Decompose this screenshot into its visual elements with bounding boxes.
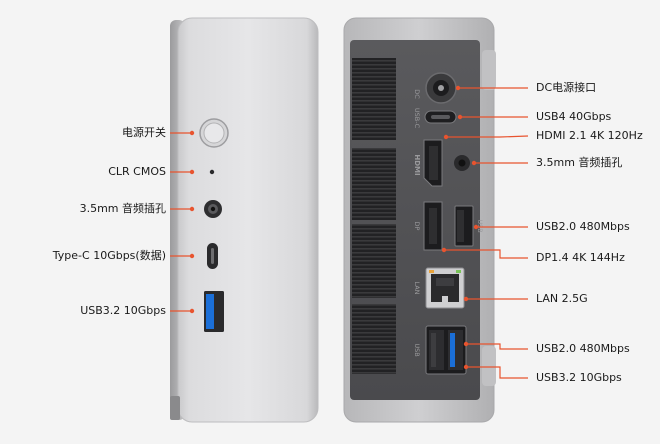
dc-jack-icon[interactable] (425, 72, 457, 104)
label-lan: LAN 2.5G (536, 292, 588, 305)
label-clr-cmos: CLR CMOS (108, 165, 166, 178)
audio-jack-icon[interactable] (204, 200, 222, 218)
callout-dot (463, 364, 469, 370)
usb4-port-icon[interactable] (424, 110, 457, 124)
callout-dot (455, 85, 461, 91)
callout-dot (463, 296, 469, 302)
clr-cmos-pinhole-icon[interactable] (209, 169, 215, 175)
back-unit: DC USB-C HDMI DP USB LAN USB (343, 17, 496, 423)
power-button-icon[interactable] (199, 118, 229, 148)
callout-line (466, 343, 528, 350)
vent-grill (352, 224, 396, 298)
label-usb32-back: USB3.2 10Gbps (536, 371, 622, 384)
label-front-type-c: Type-C 10Gbps(数据) (52, 249, 166, 262)
callout-dot (189, 308, 195, 314)
callout-dot (441, 247, 447, 253)
panel-marking-usb-upper: USB (476, 219, 484, 232)
panel-marking-lan: LAN (413, 281, 421, 294)
back-frame-tab-bottom (482, 346, 496, 386)
callout-dot (443, 134, 449, 140)
panel-marking-hdmi: HDMI (413, 154, 421, 175)
usb-a-port-icon[interactable] (204, 291, 224, 332)
panel-marking-usb-lower: USB (413, 343, 421, 356)
callout-dot (473, 224, 479, 230)
panel-marking-dc: DC (413, 89, 421, 99)
label-usb4: USB4 40Gbps (536, 110, 612, 123)
hdmi-port-icon[interactable] (423, 139, 443, 187)
panel-marking-usbc: USB-C (413, 108, 421, 129)
callout-dot (471, 160, 477, 166)
callout-line (466, 366, 528, 379)
headphone-icon[interactable] (454, 155, 470, 171)
label-dp: DP1.4 4K 144Hz (536, 251, 625, 264)
label-usb2-upper: USB2.0 480Mbps (536, 220, 630, 233)
label-usb2-lower: USB2.0 480Mbps (536, 342, 630, 355)
label-hdmi: HDMI 2.1 4K 120Hz (536, 129, 643, 142)
label-back-audio: 3.5mm 音频插孔 (536, 156, 623, 169)
callout-dot (189, 130, 195, 136)
usb2-port-icon[interactable] (454, 205, 474, 247)
label-dc-power: DC电源接口 (536, 81, 597, 94)
right-callouts (441, 85, 529, 379)
usb-c-port-icon[interactable] (207, 243, 218, 269)
vent-grill (352, 58, 396, 140)
callout-line (444, 249, 528, 259)
usb-lower-pair-icon[interactable] (425, 325, 467, 375)
front-unit-foot (170, 396, 180, 420)
vent-grill (352, 148, 396, 220)
lan-port-icon[interactable] (425, 267, 465, 309)
callout-line (446, 135, 529, 138)
front-panel (177, 17, 319, 423)
panel-marking-dp: DP (413, 222, 421, 231)
label-power-switch: 电源开关 (122, 126, 166, 139)
front-unit (170, 17, 319, 423)
left-callouts (170, 130, 195, 314)
label-front-audio: 3.5mm 音频插孔 (79, 202, 166, 215)
dp-port-icon[interactable] (423, 201, 443, 251)
callout-dot (189, 206, 195, 212)
back-frame-tab-top (482, 50, 496, 90)
vent-grill (352, 304, 396, 374)
label-front-usb32: USB3.2 10Gbps (80, 304, 166, 317)
callout-dot (189, 169, 195, 175)
callout-dot (189, 253, 195, 259)
callout-dot (463, 341, 469, 347)
callout-dot (457, 114, 463, 120)
